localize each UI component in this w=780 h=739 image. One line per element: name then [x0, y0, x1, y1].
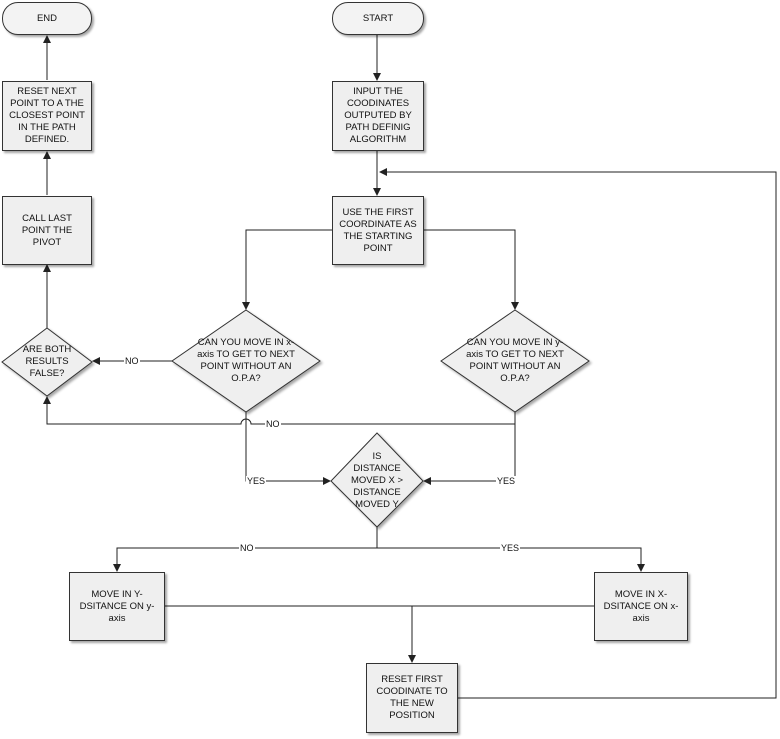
use-first-coordinate-box: USE THE FIRST COORDINATE AS THE STARTING… [332, 196, 424, 265]
can-move-x-text: CAN YOU MOVE IN x-axis TO GET TO NEXT PO… [190, 336, 302, 386]
reset-next-point-label: RESET NEXT POINT TO A THE CLOSEST POINT … [9, 86, 85, 145]
is-distance-label: IS DISTANCE MOVED X > DISTANCE MOVED Y [351, 451, 403, 510]
start-terminator: START [332, 2, 424, 35]
move-y-label: MOVE IN Y-DSITANCE ON y-axis [79, 588, 155, 624]
no-label-distance: NO [239, 543, 255, 554]
is-distance-text: IS DISTANCE MOVED X > DISTANCE MOVED Y [345, 451, 409, 510]
move-x-label: MOVE IN X-DSITANCE ON x-axis [603, 588, 679, 624]
reset-next-point-box: RESET NEXT POINT TO A THE CLOSEST POINT … [2, 81, 92, 151]
call-last-point-box: CALL LAST POINT THE PIVOT [2, 196, 92, 265]
move-x-box: MOVE IN X-DSITANCE ON x-axis [594, 572, 688, 641]
yes-label-x: YES [246, 476, 267, 487]
yes-label-y: YES [496, 476, 517, 487]
connector-distance-yes-to-move-x [377, 547, 645, 572]
connector-use-first-to-y [423, 229, 519, 310]
no-label-y-bottom: NO [265, 419, 281, 430]
are-both-false-label: ARE BOTH RESULTS FALSE? [22, 344, 72, 379]
yes-label-distance: YES [500, 543, 521, 554]
can-move-y-label: CAN YOU MOVE IN y-axis TO GET TO NEXT PO… [466, 337, 564, 384]
connector-y-no-to-both-false [43, 396, 516, 425]
no-label-x-to-both: NO [124, 356, 140, 367]
can-move-y-text: CAN YOU MOVE IN y-axis TO GET TO NEXT PO… [459, 336, 571, 386]
reset-first-label: RESET FIRST COODINATE TO THE NEW POSITIO… [376, 674, 448, 721]
connector-use-first-to-x [242, 229, 332, 310]
start-label: START [362, 12, 394, 24]
input-coordinates-label: INPUT THE COODINATES OUTPUTED BY PATH DE… [344, 86, 412, 145]
connector-x-yes-to-distance [245, 412, 331, 485]
connector-y-yes-to-distance [423, 424, 516, 485]
reset-first-box: RESET FIRST COODINATE TO THE NEW POSITIO… [366, 663, 458, 733]
use-first-coordinate-label: USE THE FIRST COORDINATE AS THE STARTING… [339, 206, 417, 254]
move-y-box: MOVE IN Y-DSITANCE ON y-axis [69, 572, 165, 641]
are-both-false-text: ARE BOTH RESULTS FALSE? [8, 340, 86, 384]
end-label: END [36, 12, 58, 24]
call-last-point-label: CALL LAST POINT THE PIVOT [21, 212, 73, 248]
input-coordinates-box: INPUT THE COODINATES OUTPUTED BY PATH DE… [332, 81, 424, 151]
connector-loop-back [379, 168, 777, 699]
end-terminator: END [2, 2, 92, 35]
can-move-x-label: CAN YOU MOVE IN x-axis TO GET TO NEXT PO… [197, 337, 295, 384]
